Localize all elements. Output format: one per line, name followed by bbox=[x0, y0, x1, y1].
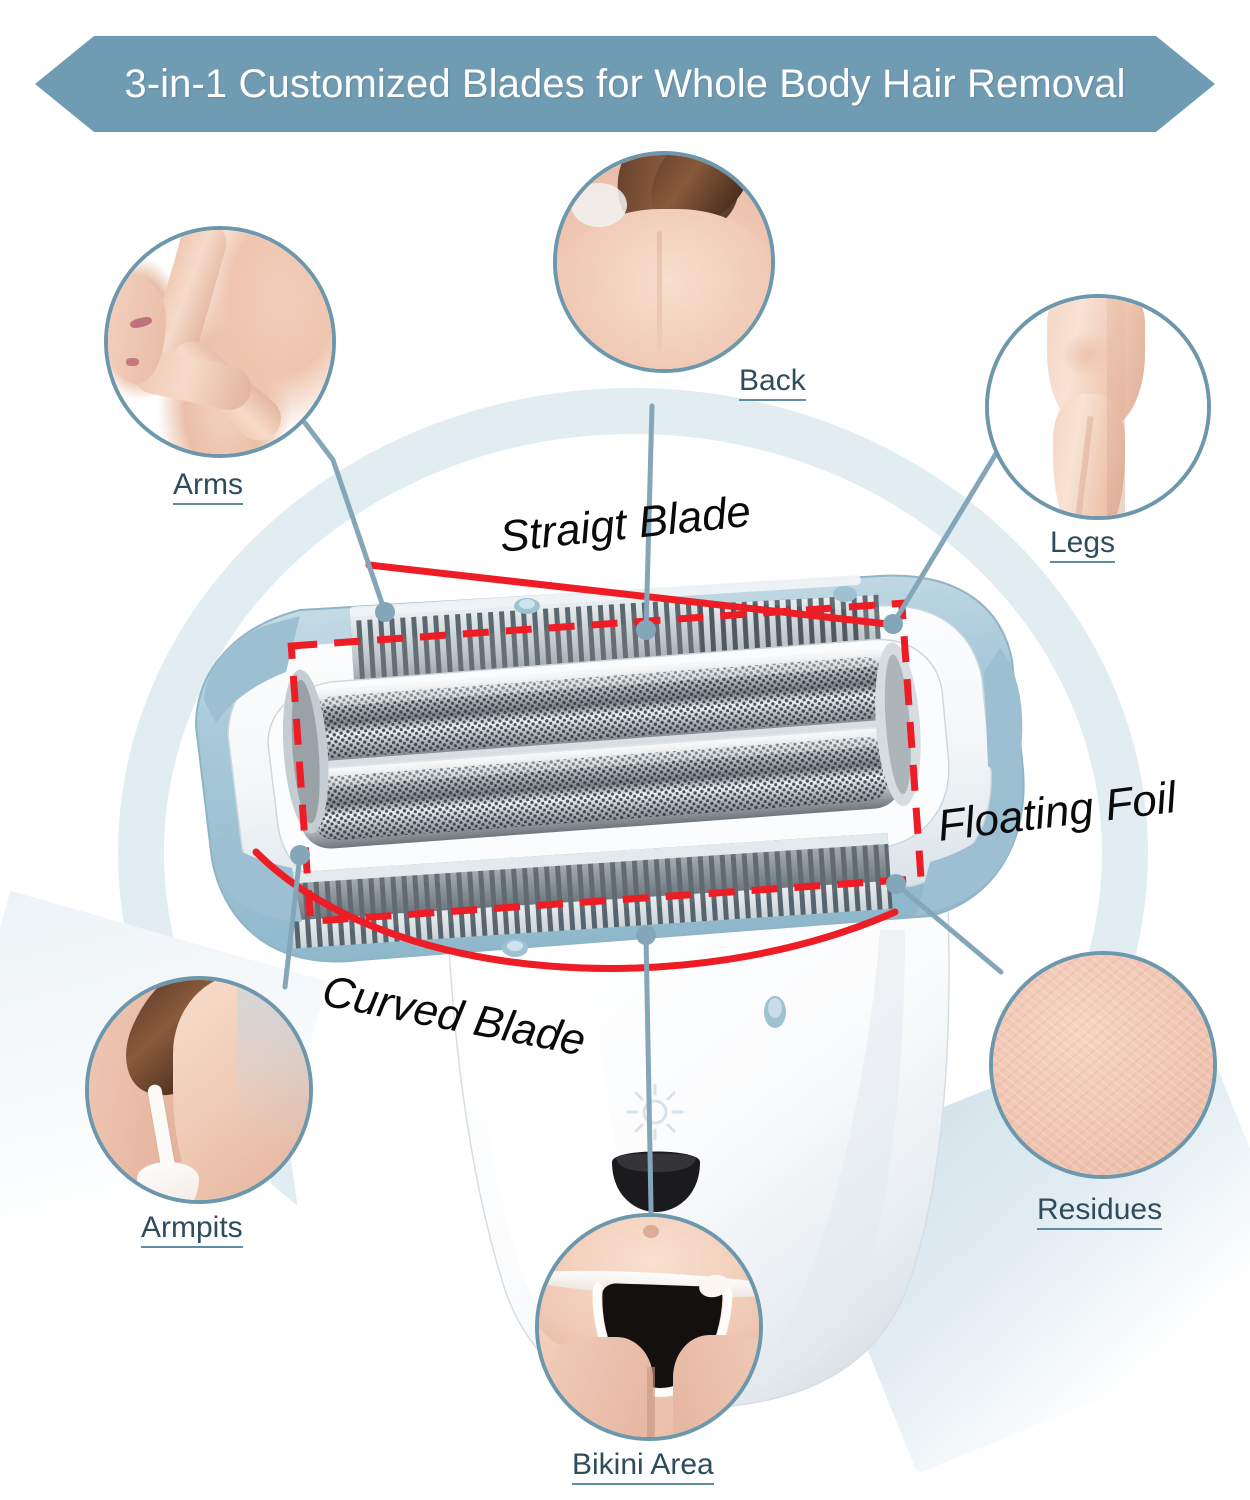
header-banner: 3-in-1 Customized Blades for Whole Body … bbox=[35, 36, 1215, 132]
connector-bikini bbox=[643, 932, 655, 1265]
connector-armpits bbox=[282, 852, 303, 990]
woman-arm-photo bbox=[108, 230, 332, 454]
zone-label-back: Back bbox=[739, 365, 806, 401]
zone-label-legs: Legs bbox=[1050, 527, 1116, 563]
connector-back bbox=[643, 403, 655, 633]
zone-label-bikini: Bikini Area bbox=[572, 1449, 714, 1485]
red-curved-line-marker bbox=[252, 848, 899, 972]
woman-armpit-photo bbox=[89, 980, 309, 1200]
sun-light-icon bbox=[626, 1083, 684, 1141]
connector-residues bbox=[893, 881, 1004, 975]
woman-bikini-photo bbox=[539, 1217, 759, 1437]
zone-label-residues: Residues bbox=[1037, 1194, 1163, 1230]
woman-back-photo bbox=[557, 155, 771, 369]
red-straight-line-marker bbox=[365, 561, 900, 629]
banner-title: 3-in-1 Customized Blades for Whole Body … bbox=[124, 61, 1126, 106]
zone-bubble-armpits[interactable] bbox=[85, 976, 313, 1204]
zone-bubble-back[interactable] bbox=[553, 151, 775, 373]
smooth-skin-photo bbox=[993, 955, 1213, 1175]
zone-bubble-residues[interactable] bbox=[989, 951, 1217, 1179]
zone-label-armpits: Armpits bbox=[141, 1212, 243, 1248]
connector-legs bbox=[890, 444, 1003, 627]
zone-bubble-arms[interactable] bbox=[104, 226, 336, 458]
shaver-head bbox=[194, 574, 1025, 963]
zone-bubble-bikini[interactable] bbox=[535, 1213, 763, 1441]
red-dashed-rect-marker bbox=[287, 599, 925, 926]
zone-label-arms: Arms bbox=[173, 469, 243, 505]
woman-leg-photo bbox=[989, 298, 1207, 516]
zone-bubble-legs[interactable] bbox=[985, 294, 1211, 520]
banner-shape: 3-in-1 Customized Blades for Whole Body … bbox=[35, 36, 1215, 132]
